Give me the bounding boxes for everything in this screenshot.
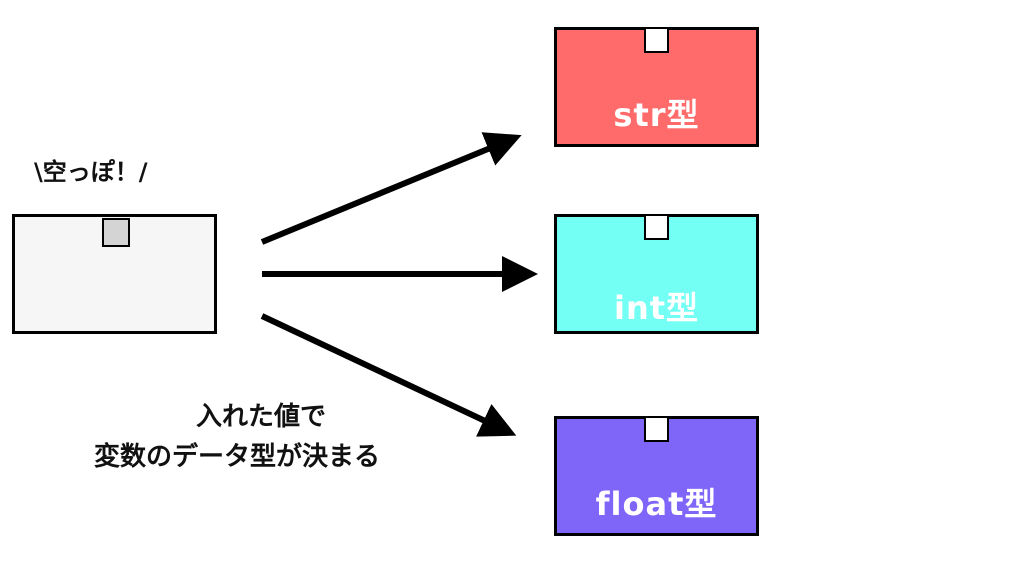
float-type-tab bbox=[644, 416, 669, 442]
empty-variable-tab bbox=[102, 218, 130, 247]
str-type-label: str型 bbox=[613, 96, 700, 134]
int-type-box: int型 bbox=[554, 214, 759, 334]
int-type-tab bbox=[644, 214, 669, 240]
arrow-to-float bbox=[260, 313, 517, 437]
str-type-box: str型 bbox=[554, 27, 759, 147]
arrow-to-str bbox=[260, 132, 522, 245]
float-type-box: float型 bbox=[554, 416, 759, 536]
empty-label: \空っぽ！/ bbox=[34, 158, 148, 186]
empty-variable-box bbox=[12, 214, 217, 334]
caption-line-2: 変数のデータ型が決まる bbox=[94, 442, 381, 472]
caption-line-1: 入れた値で bbox=[196, 402, 327, 432]
int-type-label: int型 bbox=[613, 289, 700, 327]
str-type-tab bbox=[644, 27, 669, 53]
float-type-label: float型 bbox=[595, 485, 718, 523]
